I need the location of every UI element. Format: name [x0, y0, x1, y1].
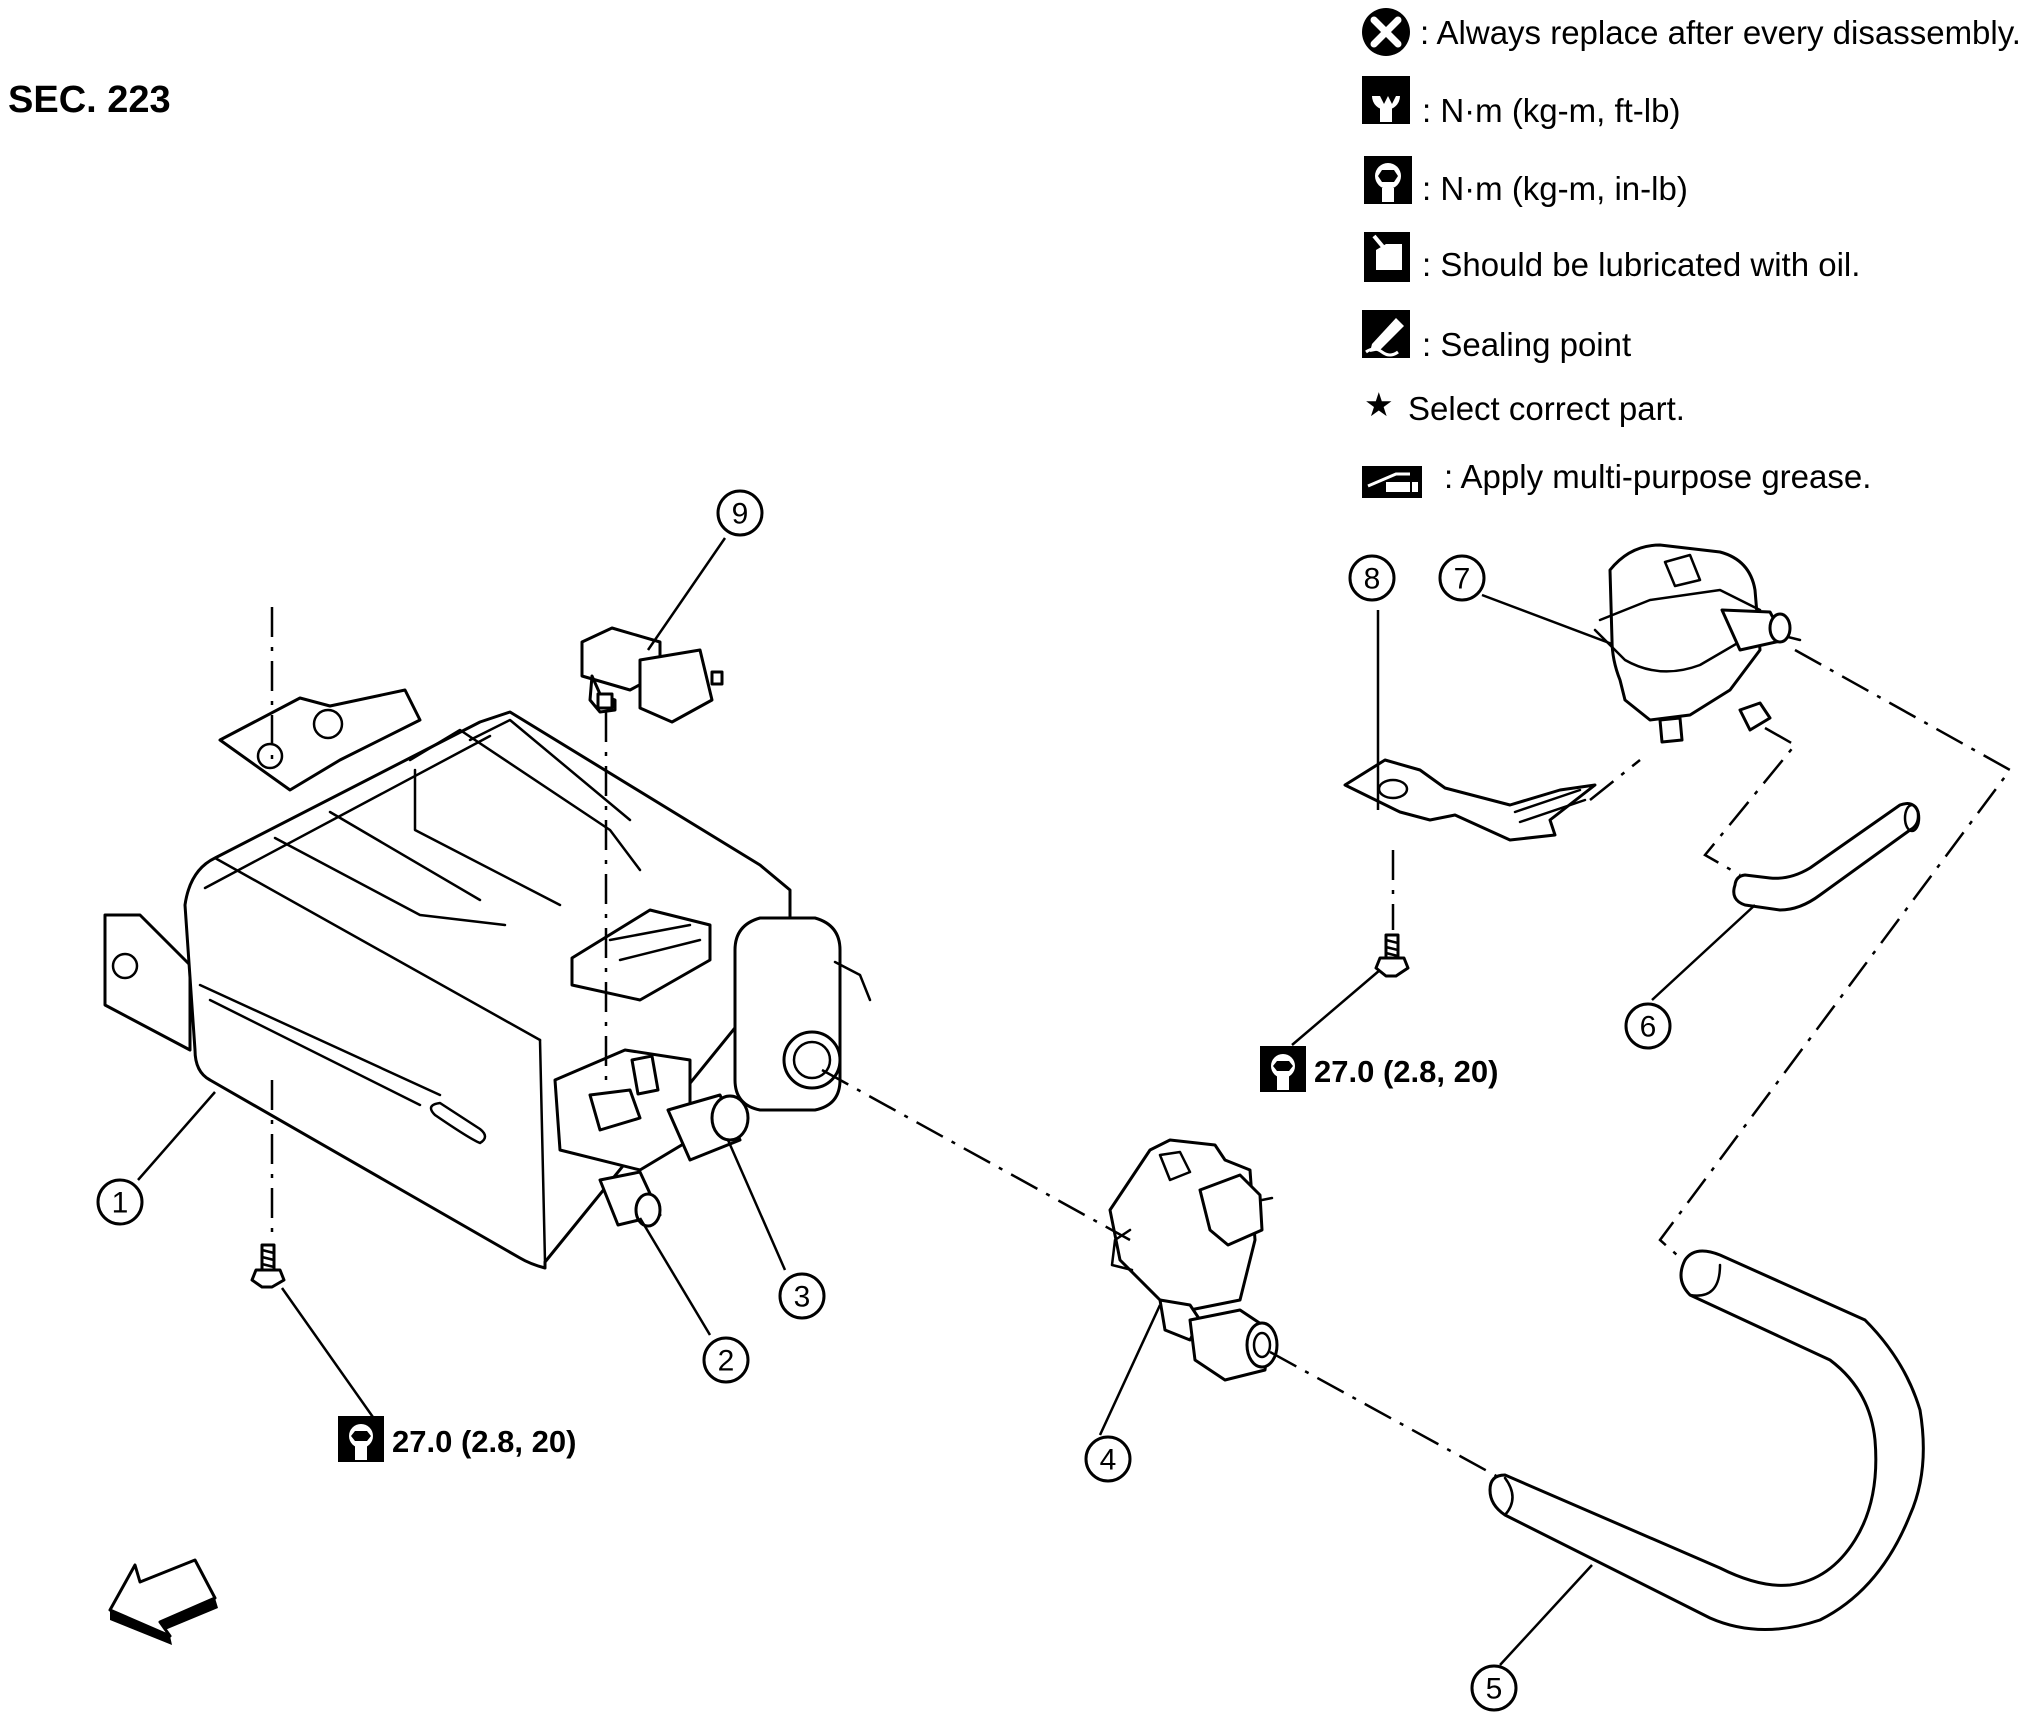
legend-grease-text: : Apply multi-purpose grease. [1444, 458, 1871, 495]
sealing-icon [1362, 310, 1410, 358]
svg-text:3: 3 [794, 1281, 811, 1314]
grease-icon [1362, 466, 1422, 498]
oil-can-icon [1364, 232, 1410, 282]
svg-text:9: 9 [732, 498, 749, 531]
svg-text:2: 2 [718, 1345, 735, 1378]
evap-canister [103, 688, 872, 1270]
svg-text:7: 7 [1454, 563, 1471, 596]
callout-6: 6 [1624, 1002, 1672, 1050]
callout-3: 3 [778, 1272, 826, 1320]
small-hose [1732, 802, 1921, 912]
callout-8: 8 [1348, 554, 1396, 602]
torque-in-lb-icon [1364, 156, 1412, 204]
svg-text:8: 8 [1364, 563, 1381, 596]
vent-control-valve [1108, 1138, 1279, 1382]
svg-text:4: 4 [1100, 1444, 1117, 1477]
callout-9: 9 [716, 489, 764, 537]
front-direction-arrow-icon [108, 1558, 218, 1645]
replace-icon [1362, 8, 1410, 56]
leader-lines [137, 537, 1756, 1666]
large-hose [1488, 1249, 1925, 1632]
callout-5: 5 [1470, 1664, 1518, 1712]
drain-filter [1593, 543, 1802, 744]
legend: : Always replace after every disassembly… [1362, 8, 2021, 498]
bracket [1343, 758, 1597, 842]
legend-oil-text: : Should be lubricated with oil. [1422, 246, 1860, 283]
torque-icon [1260, 1046, 1306, 1092]
callout-7: 7 [1438, 554, 1486, 602]
svg-text:5: 5 [1486, 1673, 1503, 1706]
pressure-sensor [580, 626, 724, 724]
torque-value: 27.0 (2.8, 20) [392, 1424, 576, 1459]
legend-star-text: Select correct part. [1408, 390, 1685, 427]
section-label: SEC. 223 [8, 79, 171, 121]
legend-torque-ft-text: : N·m (kg-m, ft-lb) [1422, 92, 1680, 129]
callout-4: 4 [1084, 1435, 1132, 1483]
legend-torque-in-text: : N·m (kg-m, in-lb) [1422, 170, 1688, 207]
callout-1: 1 [96, 1178, 144, 1226]
installation-lines [270, 607, 2012, 1480]
torque-ft-lb-icon [1362, 76, 1410, 124]
canister-bolt [250, 1243, 286, 1289]
torque-spec-bracket: 27.0 (2.8, 20) [1260, 1046, 1498, 1092]
torque-value: 27.0 (2.8, 20) [1314, 1054, 1498, 1089]
bracket-bolt [1374, 933, 1410, 978]
star-icon: ★ [1364, 386, 1394, 423]
svg-text:6: 6 [1640, 1011, 1657, 1044]
torque-icon [338, 1416, 384, 1462]
legend-replace-text: : Always replace after every disassembly… [1420, 14, 2021, 51]
torque-spec-canister: 27.0 (2.8, 20) [338, 1416, 576, 1462]
legend-sealing-text: : Sealing point [1422, 326, 1631, 363]
callout-2: 2 [702, 1336, 750, 1384]
svg-text:1: 1 [112, 1187, 129, 1220]
